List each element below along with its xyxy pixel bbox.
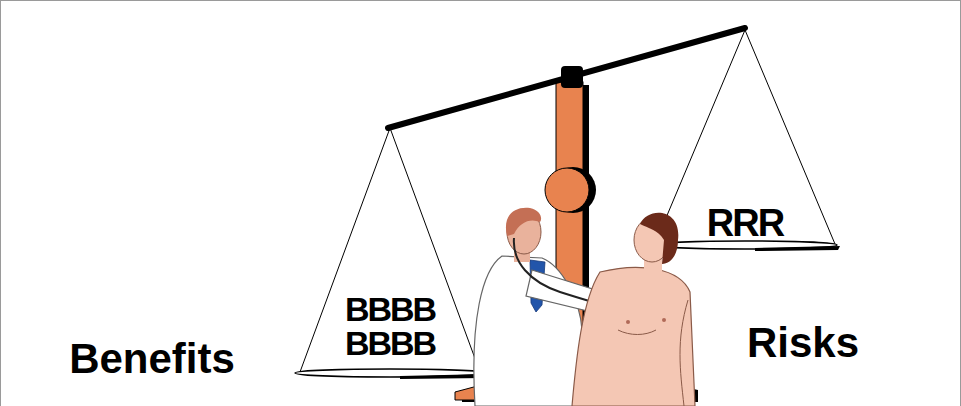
label-holder: BBBB bbox=[345, 292, 435, 326]
patient-arm-line bbox=[680, 300, 688, 406]
weight-letters: BBBB bbox=[345, 292, 435, 326]
pivot-disc bbox=[545, 168, 589, 212]
doctor-hair bbox=[506, 208, 541, 236]
label-holder: BBBB bbox=[345, 326, 435, 360]
beam bbox=[388, 28, 745, 128]
weight-letters: RRR bbox=[707, 204, 783, 242]
label-holder: RRR bbox=[707, 204, 783, 242]
patient-nipple bbox=[626, 320, 630, 324]
right-pan-shadow bbox=[755, 246, 840, 251]
label-holder: Benefits bbox=[69, 338, 235, 380]
patient-torso bbox=[572, 267, 695, 406]
patient-chest-line bbox=[618, 330, 656, 335]
patient-hair bbox=[640, 213, 678, 264]
patient-nipple bbox=[662, 318, 666, 322]
weight-letters: BBBB bbox=[345, 326, 435, 360]
side-label: Risks bbox=[747, 322, 859, 364]
label-holder: Risks bbox=[747, 322, 859, 364]
side-label: Benefits bbox=[69, 338, 235, 380]
